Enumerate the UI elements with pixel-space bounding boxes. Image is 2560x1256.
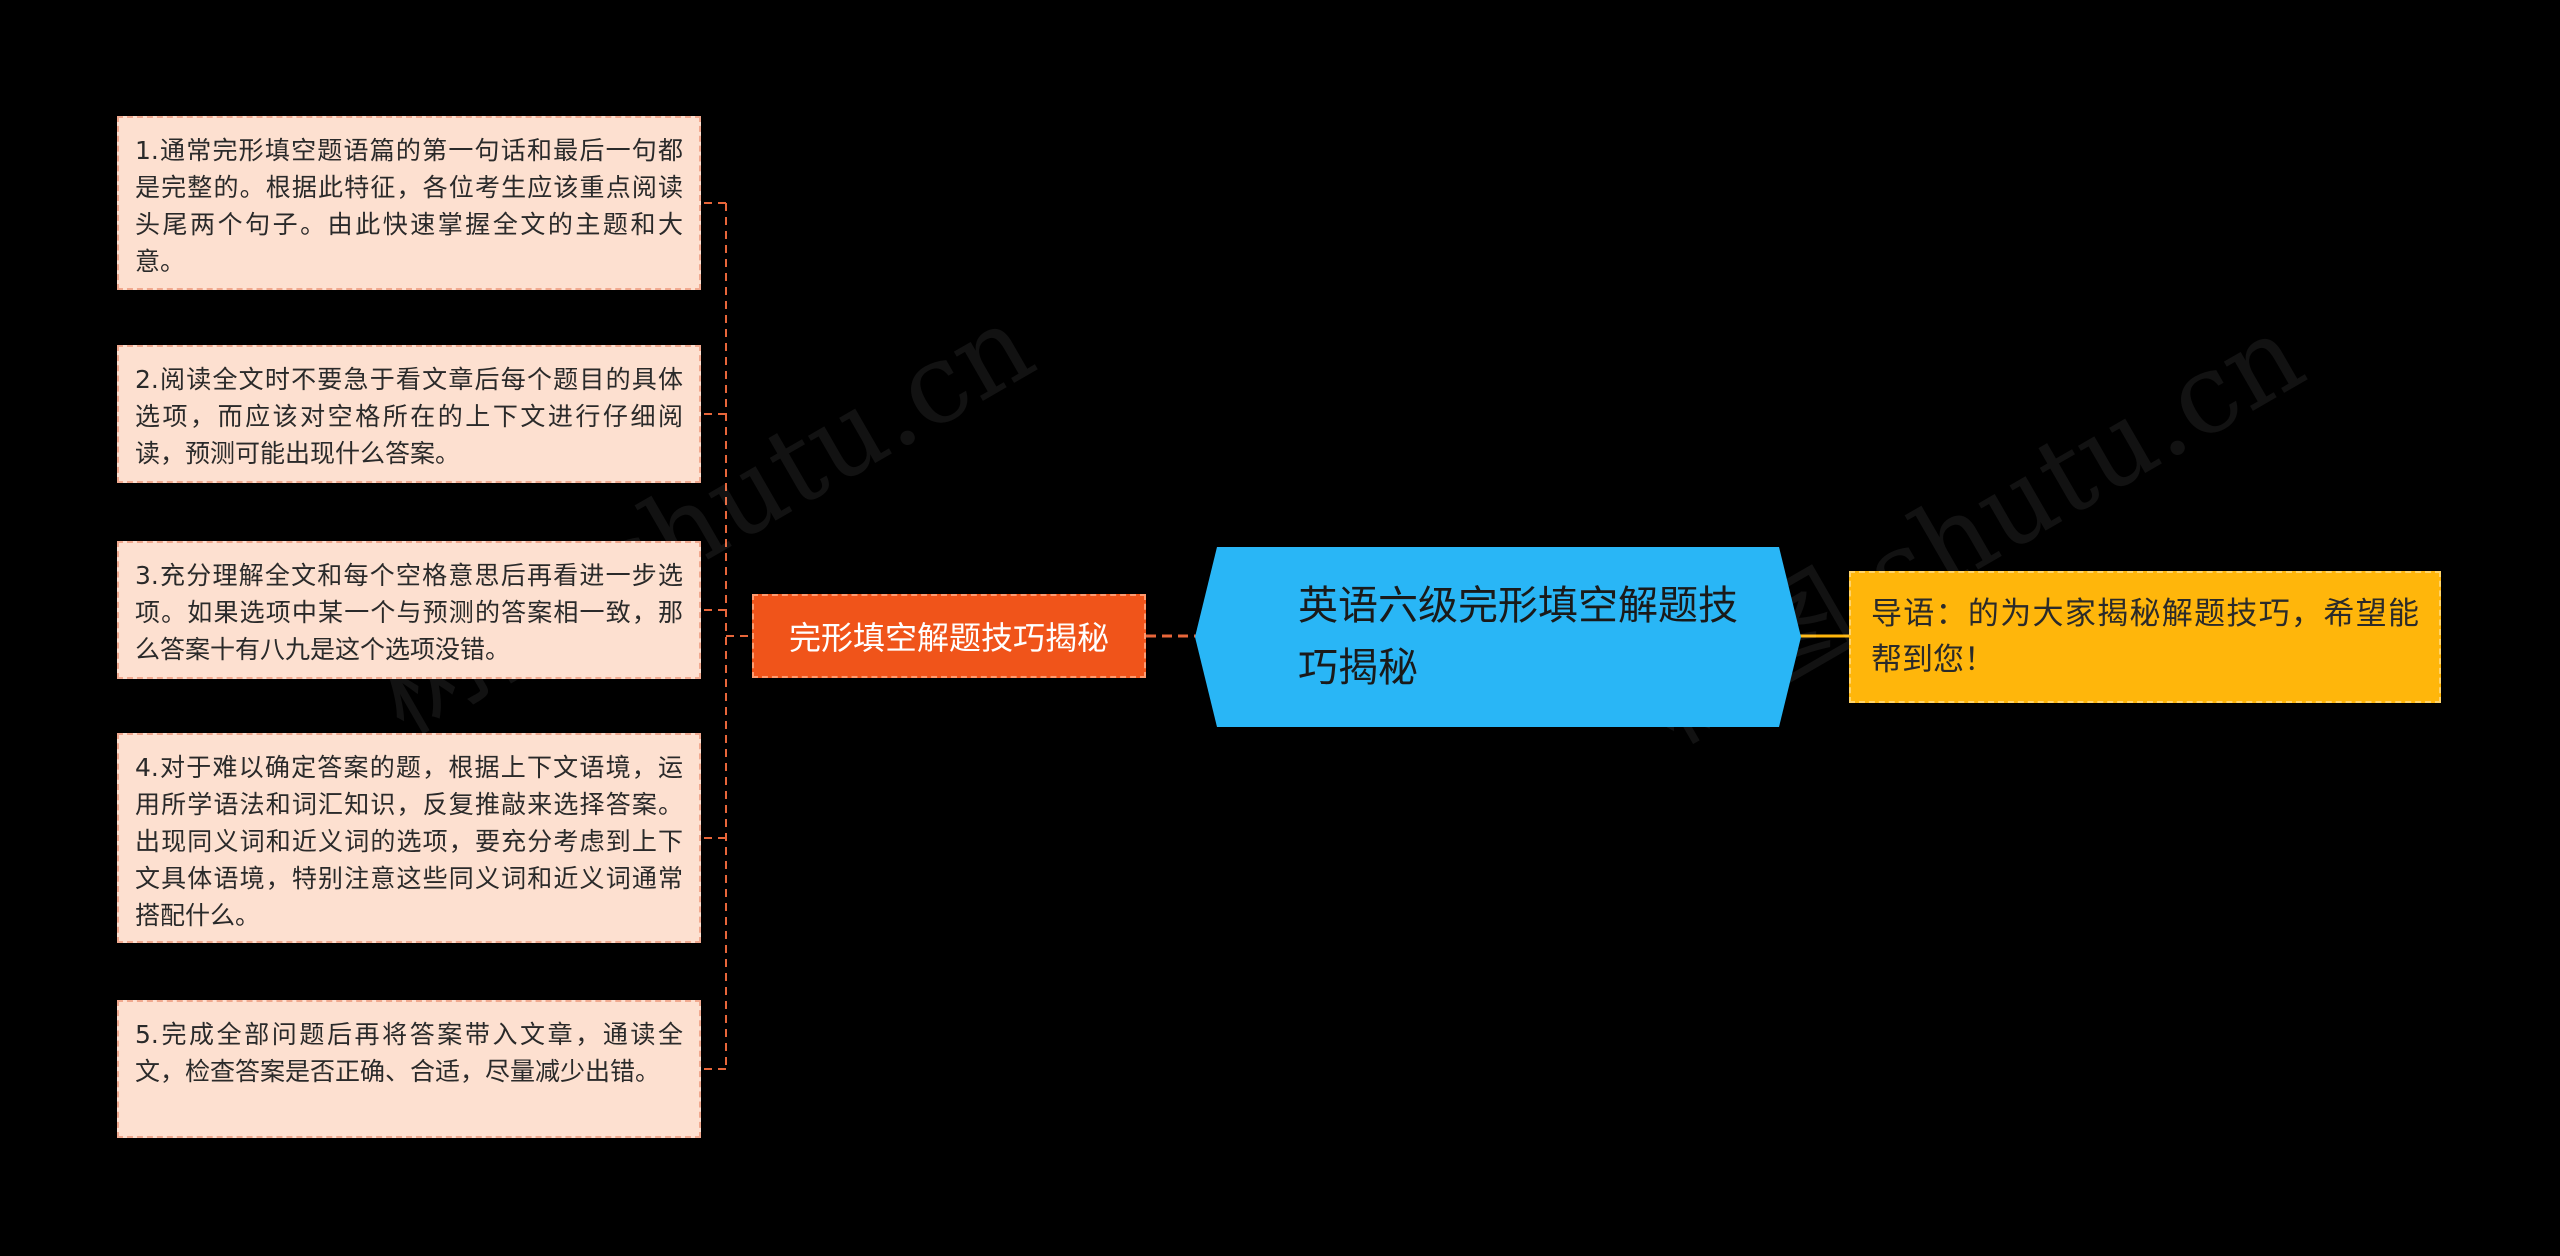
- tip-text-5: 5.完成全部问题后再将答案带入文章，通读全文，检查答案是否正确、合适，尽量减少出…: [135, 1020, 683, 1086]
- branch-label: 完形填空解题技巧揭秘: [788, 619, 1109, 657]
- intro-text: 导语：的为大家揭秘解题技巧，希望能帮到您！: [1871, 596, 2419, 678]
- intro-node[interactable]: 导语：的为大家揭秘解题技巧，希望能帮到您！: [1849, 571, 2441, 703]
- tip-node-1[interactable]: 1.通常完形填空题语篇的第一句话和最后一句都是完整的。根据此特征，各位考生应该重…: [117, 116, 701, 290]
- tip-text-1: 1.通常完形填空题语篇的第一句话和最后一句都是完整的。根据此特征，各位考生应该重…: [135, 136, 683, 276]
- tip-node-2[interactable]: 2.阅读全文时不要急于看文章后每个题目的具体选项，而应该对空格所在的上下文进行仔…: [117, 345, 701, 483]
- root-shape: [1195, 547, 1801, 727]
- tip-text-2: 2.阅读全文时不要急于看文章后每个题目的具体选项，而应该对空格所在的上下文进行仔…: [135, 365, 683, 468]
- tip-node-3[interactable]: 3.充分理解全文和每个空格意思后再看进一步选项。如果选项中某一个与预测的答案相一…: [117, 541, 701, 679]
- tip-text-4: 4.对于难以确定答案的题，根据上下文语境，运用所学语法和词汇知识，反复推敲来选择…: [135, 753, 683, 930]
- root-title: 英语六级完形填空解题技巧揭秘: [1298, 583, 1738, 691]
- root-node[interactable]: 英语六级完形填空解题技巧揭秘: [1195, 547, 1801, 727]
- tip-text-3: 3.充分理解全文和每个空格意思后再看进一步选项。如果选项中某一个与预测的答案相一…: [135, 561, 683, 664]
- tip-node-5[interactable]: 5.完成全部问题后再将答案带入文章，通读全文，检查答案是否正确、合适，尽量减少出…: [117, 1000, 701, 1138]
- branch-node[interactable]: 完形填空解题技巧揭秘: [752, 594, 1146, 678]
- tip-node-4[interactable]: 4.对于难以确定答案的题，根据上下文语境，运用所学语法和词汇知识，反复推敲来选择…: [117, 733, 701, 943]
